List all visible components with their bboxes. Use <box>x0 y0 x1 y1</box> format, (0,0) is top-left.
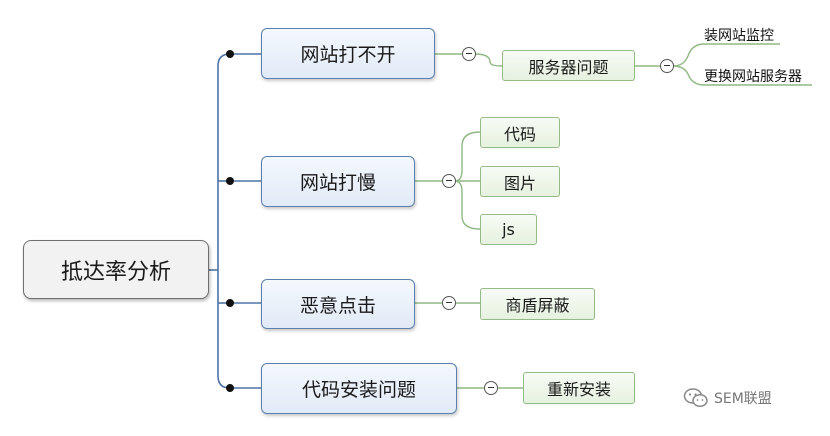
collapse-toggle-branch-2[interactable] <box>442 174 456 188</box>
branch-site-slow[interactable]: 网站打慢 <box>261 156 415 207</box>
watermark-text: SEM联盟 <box>714 391 772 407</box>
junction-dot <box>226 50 234 58</box>
junction-dot <box>226 177 234 185</box>
branch-label: 网站打慢 <box>299 172 376 194</box>
leaf-install-monitoring[interactable]: 装网站监控 <box>704 28 774 44</box>
subtopic-js[interactable]: js <box>480 214 537 245</box>
watermark: SEM联盟 <box>683 387 772 409</box>
subtopic-code[interactable]: 代码 <box>480 117 560 148</box>
branch-malicious-clicks[interactable]: 恶意点击 <box>261 279 415 329</box>
branch-label: 恶意点击 <box>299 294 376 317</box>
subtopic-label: 商盾屏蔽 <box>505 296 570 315</box>
branch-label: 网站打不开 <box>300 44 396 66</box>
subtopic-label: 代码 <box>503 124 536 144</box>
wechat-icon <box>683 388 708 408</box>
junction-dot <box>226 299 234 307</box>
subtopic-label: 图片 <box>503 173 536 193</box>
collapse-toggle-branch-4[interactable] <box>484 381 498 395</box>
leaf-replace-server[interactable]: 更换网站服务器 <box>704 69 802 85</box>
root-topic[interactable]: 抵达率分析 <box>23 240 209 299</box>
trunk-lines <box>208 53 261 389</box>
subtopic-label: 重新安装 <box>546 380 611 399</box>
root-topic-label: 抵达率分析 <box>60 259 171 285</box>
subtopic-reinstall[interactable]: 重新安装 <box>523 372 635 404</box>
subtopic-label: 服务器问题 <box>528 57 609 77</box>
branch-label: 代码安装问题 <box>301 379 416 401</box>
branch-site-unreachable[interactable]: 网站打不开 <box>261 28 435 79</box>
collapse-toggle-branch-1[interactable] <box>462 47 476 61</box>
sub-lines <box>414 43 812 389</box>
subtopic-label: js <box>502 220 515 239</box>
junction-dot <box>226 384 234 392</box>
subtopic-server-issue[interactable]: 服务器问题 <box>502 50 635 81</box>
subtopic-shield-block[interactable]: 商盾屏蔽 <box>480 288 595 320</box>
collapse-toggle-server-issue[interactable] <box>660 59 674 73</box>
collapse-toggle-branch-3[interactable] <box>442 296 456 310</box>
subtopic-images[interactable]: 图片 <box>480 166 560 197</box>
branch-code-install-issue[interactable]: 代码安装问题 <box>261 363 457 414</box>
